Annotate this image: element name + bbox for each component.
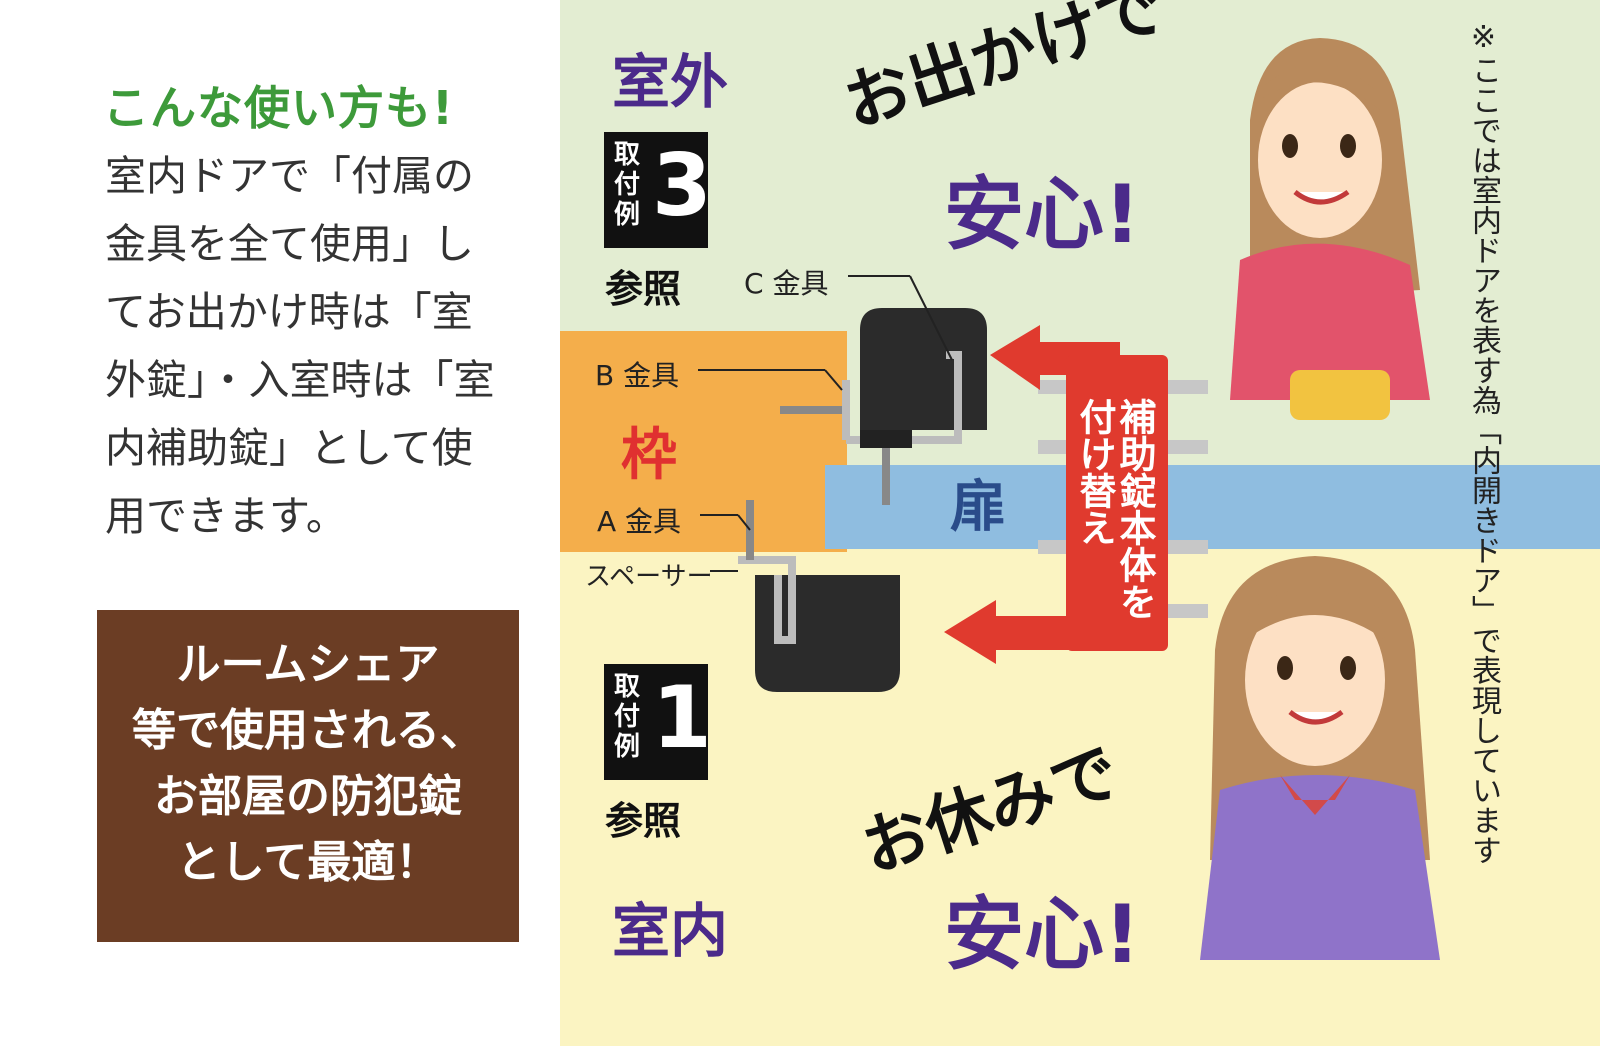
lock-body-indoor-icon <box>738 500 900 692</box>
callout-line: として最適！ <box>176 837 440 888</box>
description-line: 外錠」・入室時は「室 <box>105 356 495 404</box>
diagram-illustration <box>698 38 1440 960</box>
reference-prefix: 取 付 例 <box>613 672 640 762</box>
part-label-c: C 金具 <box>744 267 829 300</box>
hinge <box>1168 440 1208 454</box>
reference-number: 1 <box>652 668 712 768</box>
description-line: てお出かけ時は「室 <box>105 288 473 336</box>
part-label-spacer: スペーサー <box>585 562 713 592</box>
callout-line: ルームシェア <box>176 639 440 690</box>
callout-line: お部屋の防犯錠 <box>154 771 462 822</box>
door-panel <box>825 465 1600 549</box>
callout-box: ルームシェア 等で使用される、 お部屋の防犯錠 として最適！ <box>97 610 519 942</box>
section-heading: こんな使い方も! <box>103 81 454 135</box>
lock-body-outdoor-icon <box>780 308 987 505</box>
description-line: 金具を全て使用」し <box>105 220 474 268</box>
swap-callout-box <box>1066 355 1168 651</box>
slogan-safe-outdoor: 安心! <box>944 168 1141 261</box>
slogan-safe-indoor: 安心! <box>944 888 1141 981</box>
hinge <box>1168 604 1208 618</box>
hinge <box>1168 380 1208 394</box>
inner-door-note: ※ここでは室内ドアを表す為「内開きドア」で表現しています <box>1466 20 1501 865</box>
callout-line: 等で使用される、 <box>132 705 484 756</box>
frame-label: 枠 <box>621 423 677 488</box>
woman-resting-icon <box>1200 556 1440 960</box>
part-label-a: A 金具 <box>597 505 682 538</box>
description-line: 室内ドアで「付属の <box>105 152 474 200</box>
description-line: 内補助錠」として使 <box>105 424 473 472</box>
hinge <box>1168 540 1208 554</box>
zone-label-indoor: 室内 <box>612 897 729 965</box>
swap-callout-text: 補助錠本体を付け替え <box>1073 398 1156 620</box>
description-text: 室内ドアで「付属の 金具を全て使用」し てお出かけ時は「室 外錠」・入室時は「室… <box>105 142 545 550</box>
door-lock-diagram <box>560 0 1600 1046</box>
reference-suffix: 参照 <box>605 267 682 311</box>
reference-badge-3: 取 付 例 3 <box>604 132 712 248</box>
woman-going-out-icon <box>1230 38 1430 420</box>
reference-number: 3 <box>652 136 712 236</box>
reference-suffix: 参照 <box>605 799 682 843</box>
part-label-b: B 金具 <box>595 359 680 392</box>
zone-label-outdoor: 室外 <box>612 48 729 116</box>
reference-badge-1: 取 付 例 1 <box>604 664 712 780</box>
description-line: 用できます。 <box>105 492 347 540</box>
reference-prefix: 取 付 例 <box>613 140 640 230</box>
door-label: 扉 <box>950 475 1006 540</box>
